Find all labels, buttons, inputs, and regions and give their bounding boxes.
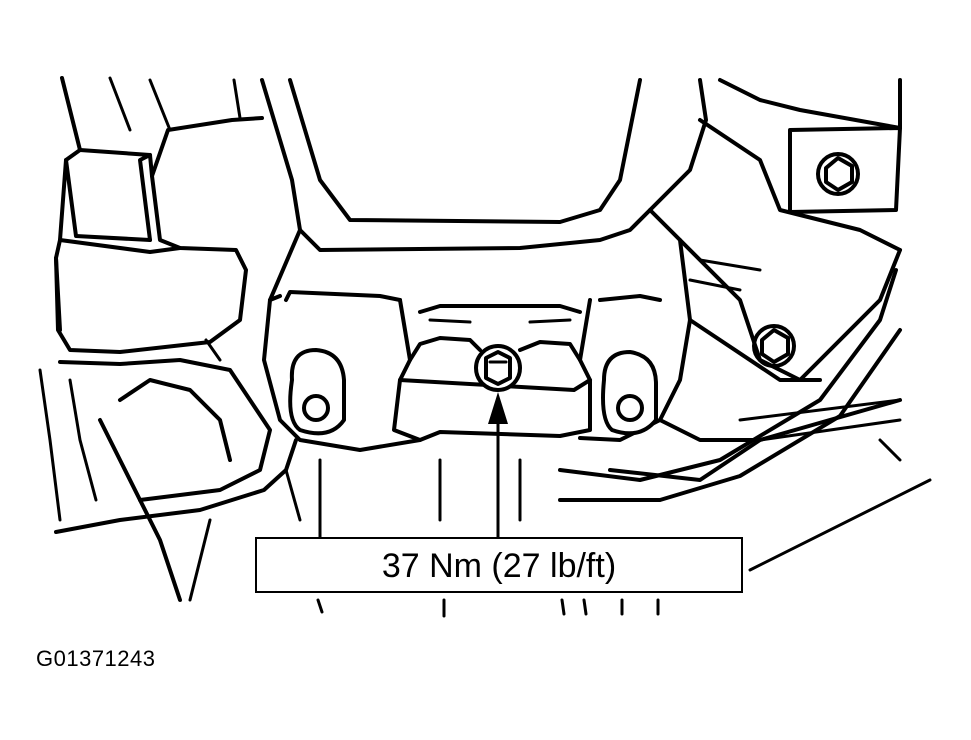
crossmember [558,78,902,502]
callout-arrow [488,392,508,538]
lower-right-bolt-icon [752,324,796,368]
center-bracket [392,298,592,522]
torque-callout: 37 Nm (27 lb/ft) [255,537,743,593]
upper-right-bolt-icon [788,126,902,214]
torque-label: 37 Nm (27 lb/ft) [382,547,616,585]
mount-bolt-icon [474,344,522,392]
hose-assembly [54,76,264,354]
figure-id: G01371243 [36,646,156,671]
lower-frame [38,338,322,602]
transmission-housing [260,78,708,452]
lower-ribs [316,478,932,618]
